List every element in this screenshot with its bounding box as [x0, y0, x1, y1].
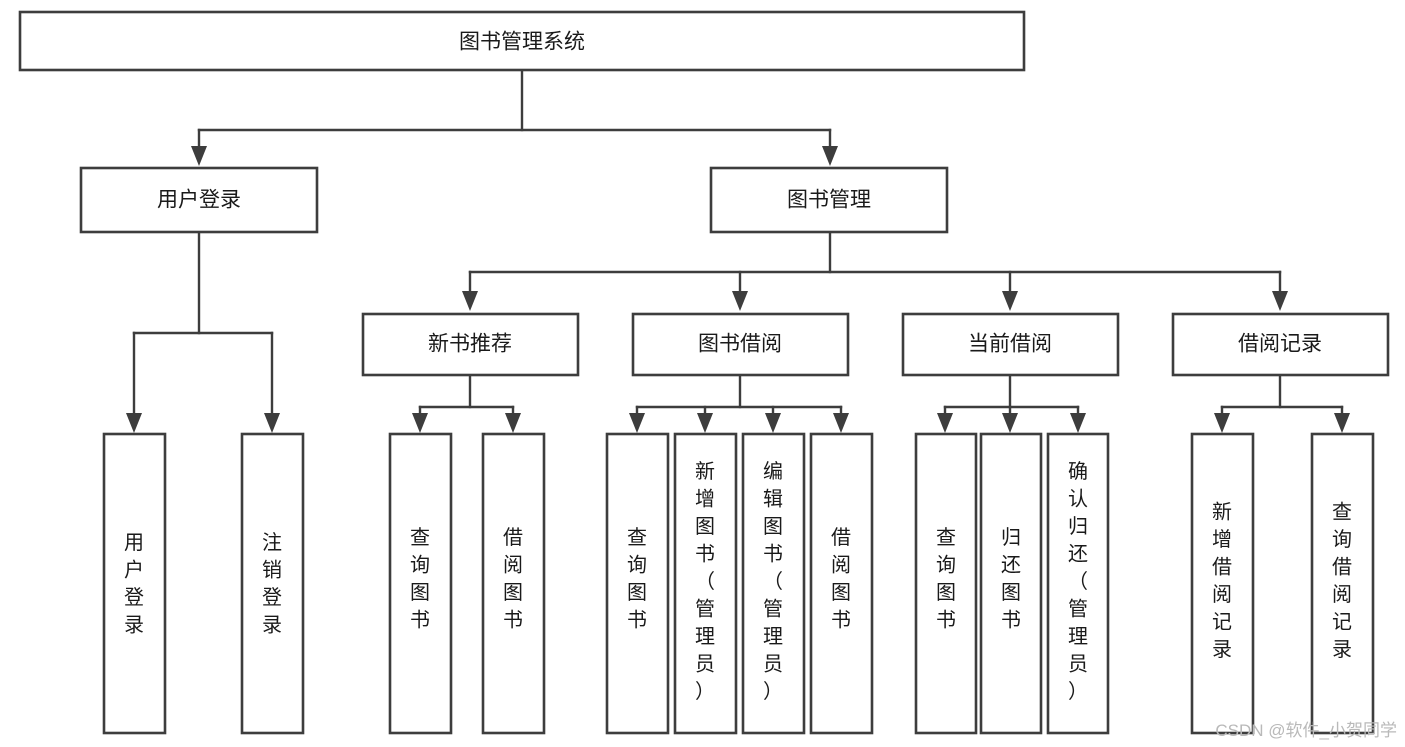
node-book-management-label: 图书管理 [787, 189, 871, 212]
node-current-borrow-label: 当前借阅 [968, 333, 1052, 356]
leaf-user-login-0-label: 用户登录 [124, 532, 144, 637]
arrowhead-ul-leaf-1 [126, 413, 142, 433]
leaf-user-login-0[interactable]: 用户登录 [102, 432, 167, 735]
leaf-borrow-book-2-label: 编辑图书（管理员） [763, 460, 783, 703]
node-book-borrow-label: 图书借阅 [698, 333, 782, 356]
arrowhead-bb-leaf-4 [833, 413, 849, 433]
leaf-current-borrow-1-label: 归还图书 [1001, 526, 1021, 632]
leaf-borrow-book-3-label: 借阅图书 [831, 526, 851, 632]
leaf-borrow-record-0-label: 新增借阅记录 [1212, 501, 1232, 662]
node-borrow-record-rect[interactable] [1171, 312, 1390, 377]
connector-group-user-login [126, 230, 280, 433]
leaf-new-book-1-label: 借阅图书 [503, 526, 523, 632]
leaf-borrow-record-0[interactable]: 新增借阅记录 [1190, 432, 1255, 735]
leaf-borrow-book-1-label: 新增图书（管理员） [695, 460, 715, 703]
arrowhead-nb-leaf-2 [505, 413, 521, 433]
arrowhead-ul-leaf-2 [264, 413, 280, 433]
arrowhead-bb-leaf-3 [765, 413, 781, 433]
leaf-borrow-book-0-rect[interactable] [605, 432, 670, 735]
leaf-current-borrow-0-label: 查询图书 [936, 526, 956, 632]
leaf-borrow-book-0-label: 查询图书 [627, 526, 647, 632]
arrowhead-cb-leaf-1 [937, 413, 953, 433]
connector-group-book-mgmt [462, 230, 1288, 311]
leaf-current-borrow-2[interactable]: 确认归还（管理员） [1046, 432, 1110, 735]
leaf-current-borrow-0-rect[interactable] [914, 432, 978, 735]
connector-group-current-borrow [937, 373, 1086, 433]
node-current-borrow[interactable]: 当前借阅 [901, 312, 1120, 377]
connector-group-borrow-book [629, 373, 849, 433]
leaf-borrow-book-2[interactable]: 编辑图书（管理员） [741, 432, 806, 735]
connector-group-new-book [412, 373, 521, 433]
arrowhead-root-to-user-login [191, 146, 207, 166]
leaf-current-borrow-1[interactable]: 归还图书 [979, 432, 1043, 735]
leaf-borrow-book-1[interactable]: 新增图书（管理员） [673, 432, 738, 735]
connector-group-borrow-record [1214, 373, 1350, 433]
arrowhead-bm-to-borrow-book [732, 291, 748, 311]
connector-group-root [191, 68, 838, 166]
leaf-new-book-0[interactable]: 查询图书 [388, 432, 453, 735]
leaf-current-borrow-2-rect[interactable] [1046, 432, 1110, 735]
node-borrow-record[interactable]: 借阅记录 [1171, 312, 1390, 377]
node-root-rect[interactable] [18, 10, 1026, 72]
leaf-current-borrow-1-rect[interactable] [979, 432, 1043, 735]
node-current-borrow-rect[interactable] [901, 312, 1120, 377]
leaf-borrow-record-0-rect[interactable] [1190, 432, 1255, 735]
leaf-user-login-1-label: 注销登录 [262, 531, 282, 637]
node-user-login-label: 用户登录 [157, 189, 241, 212]
leaf-user-login-0-rect[interactable] [102, 432, 167, 735]
leaf-borrow-book-2-rect[interactable] [741, 432, 806, 735]
leaf-borrow-book-3-rect[interactable] [809, 432, 874, 735]
arrowhead-br-leaf-1 [1214, 413, 1230, 433]
arrowhead-bb-leaf-1 [629, 413, 645, 433]
leaf-new-book-1[interactable]: 借阅图书 [481, 432, 546, 735]
leaf-borrow-book-3[interactable]: 借阅图书 [809, 432, 874, 735]
node-book-borrow-rect[interactable] [631, 312, 850, 377]
node-user-login-rect[interactable] [79, 166, 319, 234]
leaf-new-book-0-label: 查询图书 [410, 526, 430, 632]
arrowhead-bm-to-current-borrow [1002, 291, 1018, 311]
leaf-borrow-record-1-rect[interactable] [1310, 432, 1375, 735]
node-borrow-record-label: 借阅记录 [1238, 333, 1322, 356]
leaf-new-book-0-rect[interactable] [388, 432, 453, 735]
node-book-management-rect[interactable] [709, 166, 949, 234]
node-book-management[interactable]: 图书管理 [709, 166, 949, 234]
node-new-book-recommend-rect[interactable] [361, 312, 580, 377]
arrowhead-cb-leaf-2 [1002, 413, 1018, 433]
leaf-borrow-record-1-label: 查询借阅记录 [1332, 501, 1352, 662]
arrowhead-br-leaf-2 [1334, 413, 1350, 433]
leaf-new-book-1-rect[interactable] [481, 432, 546, 735]
leaf-current-borrow-0[interactable]: 查询图书 [914, 432, 978, 735]
arrowhead-bm-to-borrow-record [1272, 291, 1288, 311]
arrowhead-nb-leaf-1 [412, 413, 428, 433]
leaf-user-login-1[interactable]: 注销登录 [240, 432, 305, 735]
node-book-borrow[interactable]: 图书借阅 [631, 312, 850, 377]
leaf-current-borrow-2-label: 确认归还（管理员） [1068, 460, 1088, 703]
leaf-borrow-book-0[interactable]: 查询图书 [605, 432, 670, 735]
node-root-label: 图书管理系统 [459, 31, 585, 54]
leaf-user-login-1-rect[interactable] [240, 432, 305, 735]
node-user-login[interactable]: 用户登录 [79, 166, 319, 234]
arrowhead-bb-leaf-2 [697, 413, 713, 433]
arrowhead-cb-leaf-3 [1070, 413, 1086, 433]
node-new-book-recommend-label: 新书推荐 [428, 333, 512, 356]
leaf-borrow-record-1[interactable]: 查询借阅记录 [1310, 432, 1375, 735]
arrowhead-root-to-book-mgmt [822, 146, 838, 166]
leaf-borrow-book-1-rect[interactable] [673, 432, 738, 735]
arrowhead-bm-to-new-book [462, 291, 478, 311]
node-new-book-recommend[interactable]: 新书推荐 [361, 312, 580, 377]
node-root[interactable]: 图书管理系统 [18, 10, 1026, 72]
